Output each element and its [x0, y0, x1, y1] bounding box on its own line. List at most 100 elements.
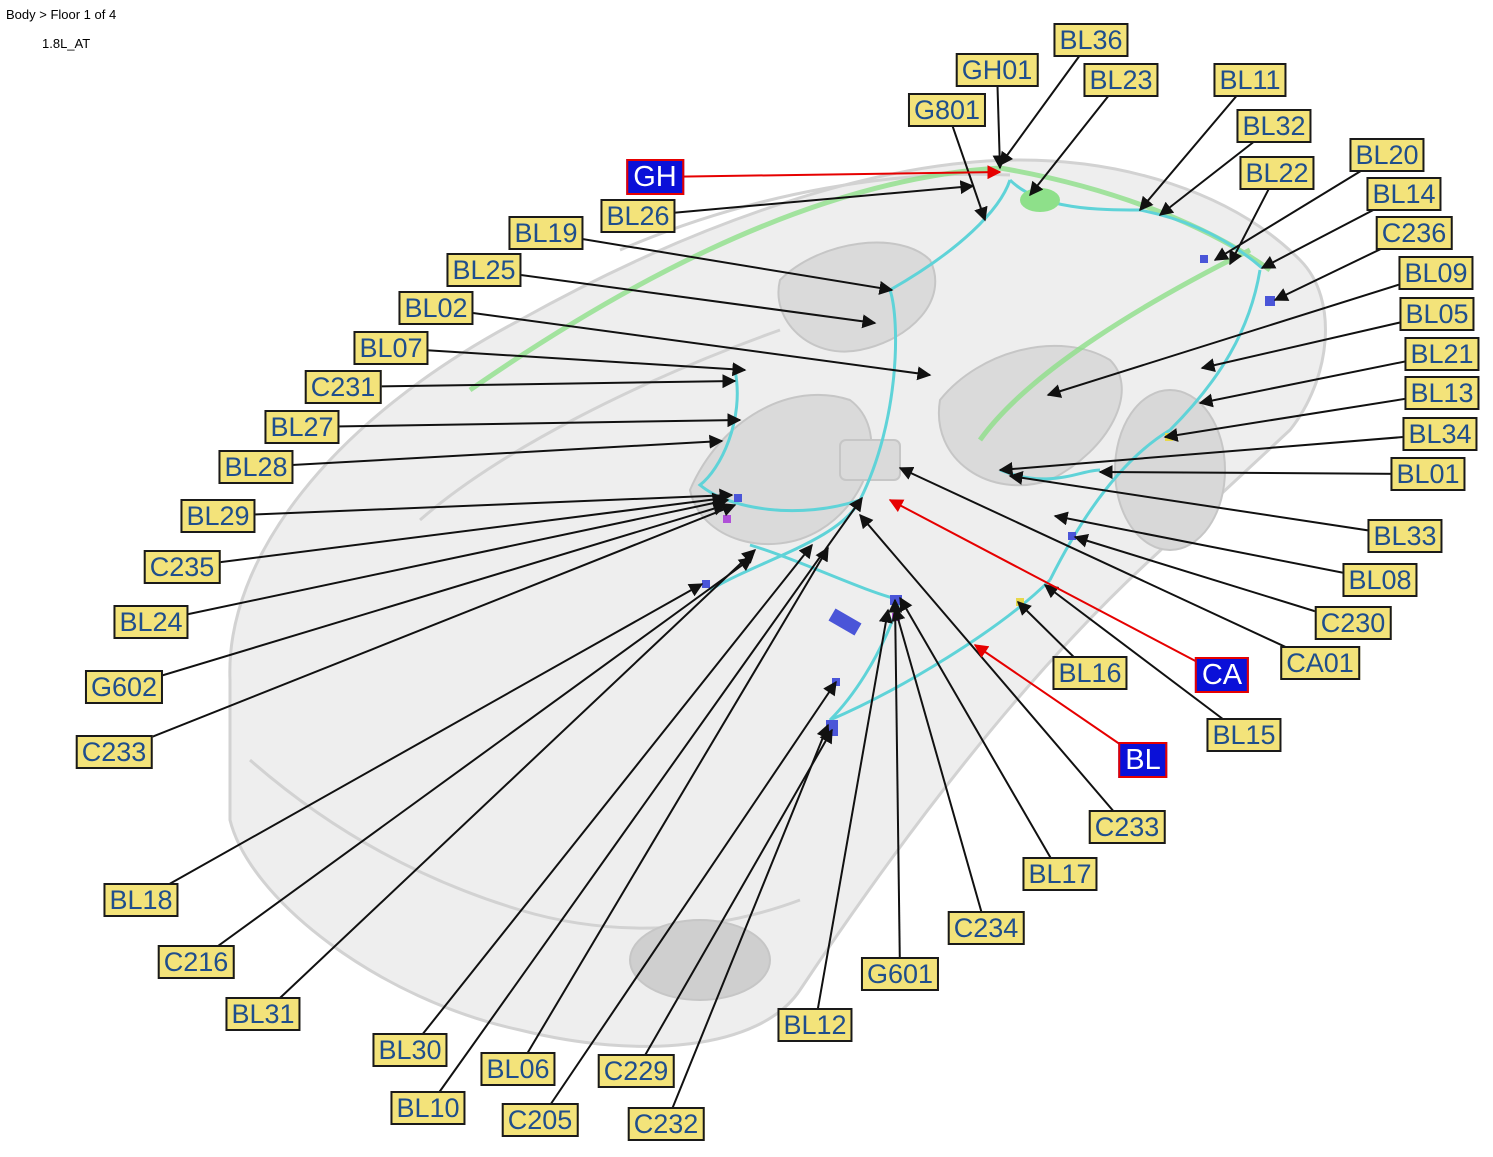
leader-bl34: [998, 433, 1441, 476]
leader-bl28: [255, 434, 724, 468]
leader-bl21: [1198, 353, 1443, 408]
connector-label-bl19[interactable]: BL19: [508, 216, 584, 250]
connector-label-bl06[interactable]: BL06: [480, 1052, 556, 1086]
connector-label-c234[interactable]: C234: [947, 911, 1025, 945]
connector-label-gh01[interactable]: GH01: [955, 53, 1039, 87]
leader-bl09: [1046, 272, 1437, 398]
connector-label-bl24[interactable]: BL24: [113, 605, 189, 639]
connector-label-bl27[interactable]: BL27: [264, 410, 340, 444]
leader-c216: [195, 557, 754, 963]
connector-label-c216[interactable]: C216: [157, 945, 235, 979]
connector-label-bl21[interactable]: BL21: [1404, 337, 1480, 371]
leader-bl07: [390, 347, 747, 377]
leader-bl02: [435, 307, 932, 381]
leader-bl20: [1213, 154, 1388, 261]
leader-bl33: [1008, 470, 1406, 537]
connector-label-bl25[interactable]: BL25: [446, 253, 522, 287]
leader-bl11: [1139, 79, 1251, 212]
connector-label-bl29[interactable]: BL29: [180, 499, 256, 533]
leader-bl01: [1098, 465, 1429, 480]
connector-label-bl31[interactable]: BL31: [225, 997, 301, 1031]
connector-label-g602[interactable]: G602: [84, 670, 164, 704]
connector-label-bl13[interactable]: BL13: [1404, 376, 1480, 410]
leader-bl08: [1053, 511, 1381, 581]
leader-bl29: [217, 488, 734, 517]
leader-c233: [859, 513, 1128, 828]
connector-label-bl36[interactable]: BL36: [1053, 23, 1129, 57]
connector-label-bl20[interactable]: BL20: [1349, 138, 1425, 172]
leader-bl19: [545, 232, 894, 295]
leader-c205: [539, 680, 837, 1121]
leader-bl15: [1043, 584, 1245, 736]
connector-label-c236[interactable]: C236: [1375, 216, 1453, 250]
connector-label-ca01[interactable]: CA01: [1280, 646, 1360, 680]
leader-c234: [891, 606, 987, 929]
leader-c231: [342, 374, 737, 389]
leader-g601: [888, 598, 903, 975]
connector-label-bl16[interactable]: BL16: [1052, 656, 1128, 690]
connector-label-bl33[interactable]: BL33: [1367, 519, 1443, 553]
connector-label-bl08[interactable]: BL08: [1342, 563, 1418, 597]
group-leader-bl: [973, 644, 1144, 761]
leader-bl18: [140, 583, 704, 901]
group-label-gh[interactable]: GH: [626, 159, 684, 195]
connector-label-bl30[interactable]: BL30: [372, 1033, 448, 1067]
connector-label-c231[interactable]: C231: [304, 370, 382, 404]
leader-c229: [635, 728, 833, 1072]
group-leader-gh: [654, 165, 1002, 180]
connector-markers: [702, 188, 1275, 736]
connector-label-bl12[interactable]: BL12: [777, 1008, 853, 1042]
leader-bl24: [150, 495, 730, 623]
connector-label-c233[interactable]: C233: [1088, 810, 1166, 844]
connector-label-c233[interactable]: C233: [75, 735, 153, 769]
connector-label-g601[interactable]: G601: [860, 957, 940, 991]
leader-bl36: [999, 39, 1092, 167]
connector-label-bl32[interactable]: BL32: [1236, 109, 1312, 143]
leader-c232: [665, 723, 830, 1125]
connector-label-g801[interactable]: G801: [907, 93, 987, 127]
connector-label-c229[interactable]: C229: [597, 1054, 675, 1088]
connector-label-bl34[interactable]: BL34: [1402, 417, 1478, 451]
connector-label-bl01[interactable]: BL01: [1390, 457, 1466, 491]
connector-label-bl05[interactable]: BL05: [1399, 297, 1475, 331]
leader-bl05: [1200, 313, 1438, 373]
connector-label-bl17[interactable]: BL17: [1022, 857, 1098, 891]
connector-label-bl07[interactable]: BL07: [353, 331, 429, 365]
group-leader-ca: [888, 499, 1223, 676]
variant-label: 1.8L_AT: [42, 36, 91, 51]
group-label-bl[interactable]: BL: [1118, 742, 1168, 778]
leader-c235: [181, 492, 727, 568]
connector-label-c230[interactable]: C230: [1314, 606, 1392, 640]
leader-g801: [946, 109, 988, 222]
leader-bl26: [637, 180, 975, 217]
leader-ca01: [898, 466, 1321, 664]
connector-label-bl10[interactable]: BL10: [390, 1091, 466, 1125]
leader-g602: [123, 501, 728, 688]
connector-label-bl23[interactable]: BL23: [1083, 63, 1159, 97]
connector-label-bl22[interactable]: BL22: [1239, 156, 1315, 190]
connector-label-bl09[interactable]: BL09: [1398, 256, 1474, 290]
connector-label-c235[interactable]: C235: [143, 550, 221, 584]
group-label-ca[interactable]: CA: [1194, 657, 1250, 693]
leader-bl23: [1029, 79, 1122, 197]
connector-label-bl18[interactable]: BL18: [103, 883, 179, 917]
connector-label-bl26[interactable]: BL26: [600, 199, 676, 233]
connector-label-bl14[interactable]: BL14: [1366, 177, 1442, 211]
connector-label-bl02[interactable]: BL02: [398, 291, 474, 325]
leader-c233: [113, 503, 737, 753]
leader-bl10: [427, 496, 863, 1109]
leader-bl27: [301, 413, 742, 428]
breadcrumb: Body > Floor 1 of 4: [6, 7, 117, 22]
connector-label-c205[interactable]: C205: [501, 1103, 579, 1137]
connector-label-c232[interactable]: C232: [627, 1107, 705, 1141]
leader-lines: [113, 39, 1443, 1125]
leader-bl12: [814, 608, 893, 1026]
leader-bl17: [899, 596, 1061, 875]
connector-label-bl15[interactable]: BL15: [1206, 718, 1282, 752]
leader-bl30: [409, 543, 813, 1051]
leader-bl13: [1163, 392, 1443, 442]
connector-label-bl28[interactable]: BL28: [218, 450, 294, 484]
connector-label-bl11[interactable]: BL11: [1213, 63, 1287, 97]
